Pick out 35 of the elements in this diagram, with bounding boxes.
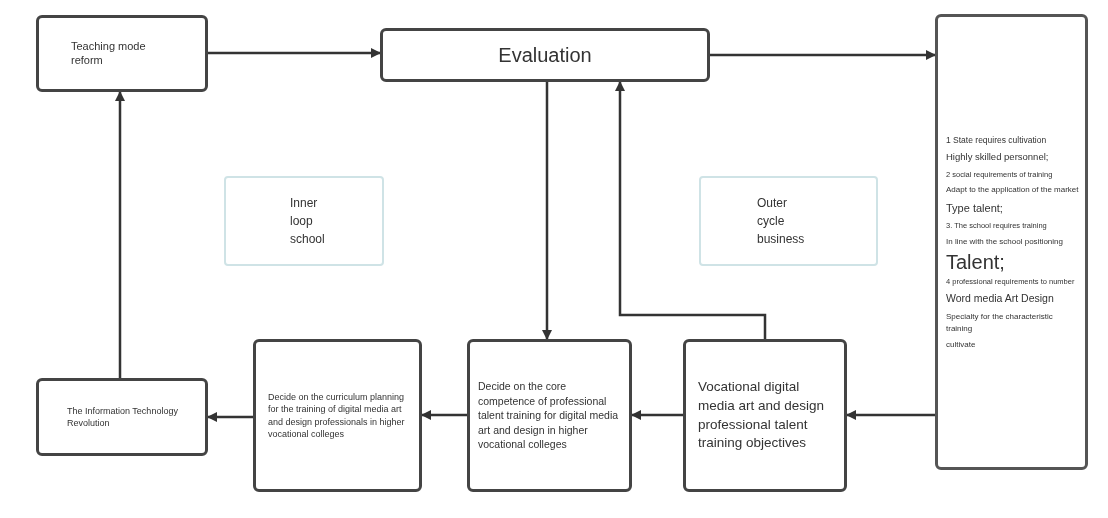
arrow bbox=[710, 50, 936, 60]
node-text: Talent; bbox=[946, 251, 1005, 272]
node-text: The Information Technology Revolution bbox=[67, 404, 179, 430]
node-text: Type talent; bbox=[946, 200, 1003, 216]
node-text: Vocational digital media art and design professional talent training objectives bbox=[698, 378, 826, 453]
arrow bbox=[846, 410, 935, 420]
node-text: Teaching mode reform bbox=[71, 39, 147, 68]
process-box bbox=[467, 339, 632, 492]
process-box bbox=[935, 14, 1088, 470]
node-text: cultivate bbox=[946, 338, 976, 351]
node-text: Specialty for the characteristic training bbox=[946, 310, 1054, 335]
process-box bbox=[253, 339, 422, 492]
node-text: Decide on the core competence of professional talent training for digital media art and design in higher vocational colleges bbox=[478, 379, 620, 452]
node-text: Adapt to the application of the market bbox=[946, 183, 1079, 196]
arrow bbox=[542, 82, 552, 340]
label-box bbox=[224, 176, 384, 266]
node-text: Word media Art Design bbox=[946, 290, 1054, 306]
process-box bbox=[683, 339, 847, 492]
process-box bbox=[36, 378, 208, 456]
arrow bbox=[615, 81, 767, 339]
node-text: Evaluation bbox=[498, 43, 592, 68]
node-text: Inner loop school bbox=[290, 195, 326, 248]
node-text: Decide on the curriculum planning for the training of digital media art and design professionals in higher vocational colleges bbox=[268, 390, 406, 441]
label-box bbox=[699, 176, 878, 266]
arrow bbox=[115, 91, 125, 378]
node-text: In line with the school positioning bbox=[946, 235, 1063, 248]
node-text: Outer cycle business bbox=[757, 195, 806, 248]
arrow bbox=[207, 412, 253, 422]
node-text: 1 State requires cultivation bbox=[946, 133, 1047, 147]
arrow bbox=[421, 410, 467, 420]
process-box bbox=[36, 15, 208, 92]
process-box bbox=[380, 28, 710, 82]
node-text: Highly skilled personnel; bbox=[946, 150, 1049, 165]
arrow bbox=[208, 48, 381, 58]
arrow bbox=[631, 410, 683, 420]
